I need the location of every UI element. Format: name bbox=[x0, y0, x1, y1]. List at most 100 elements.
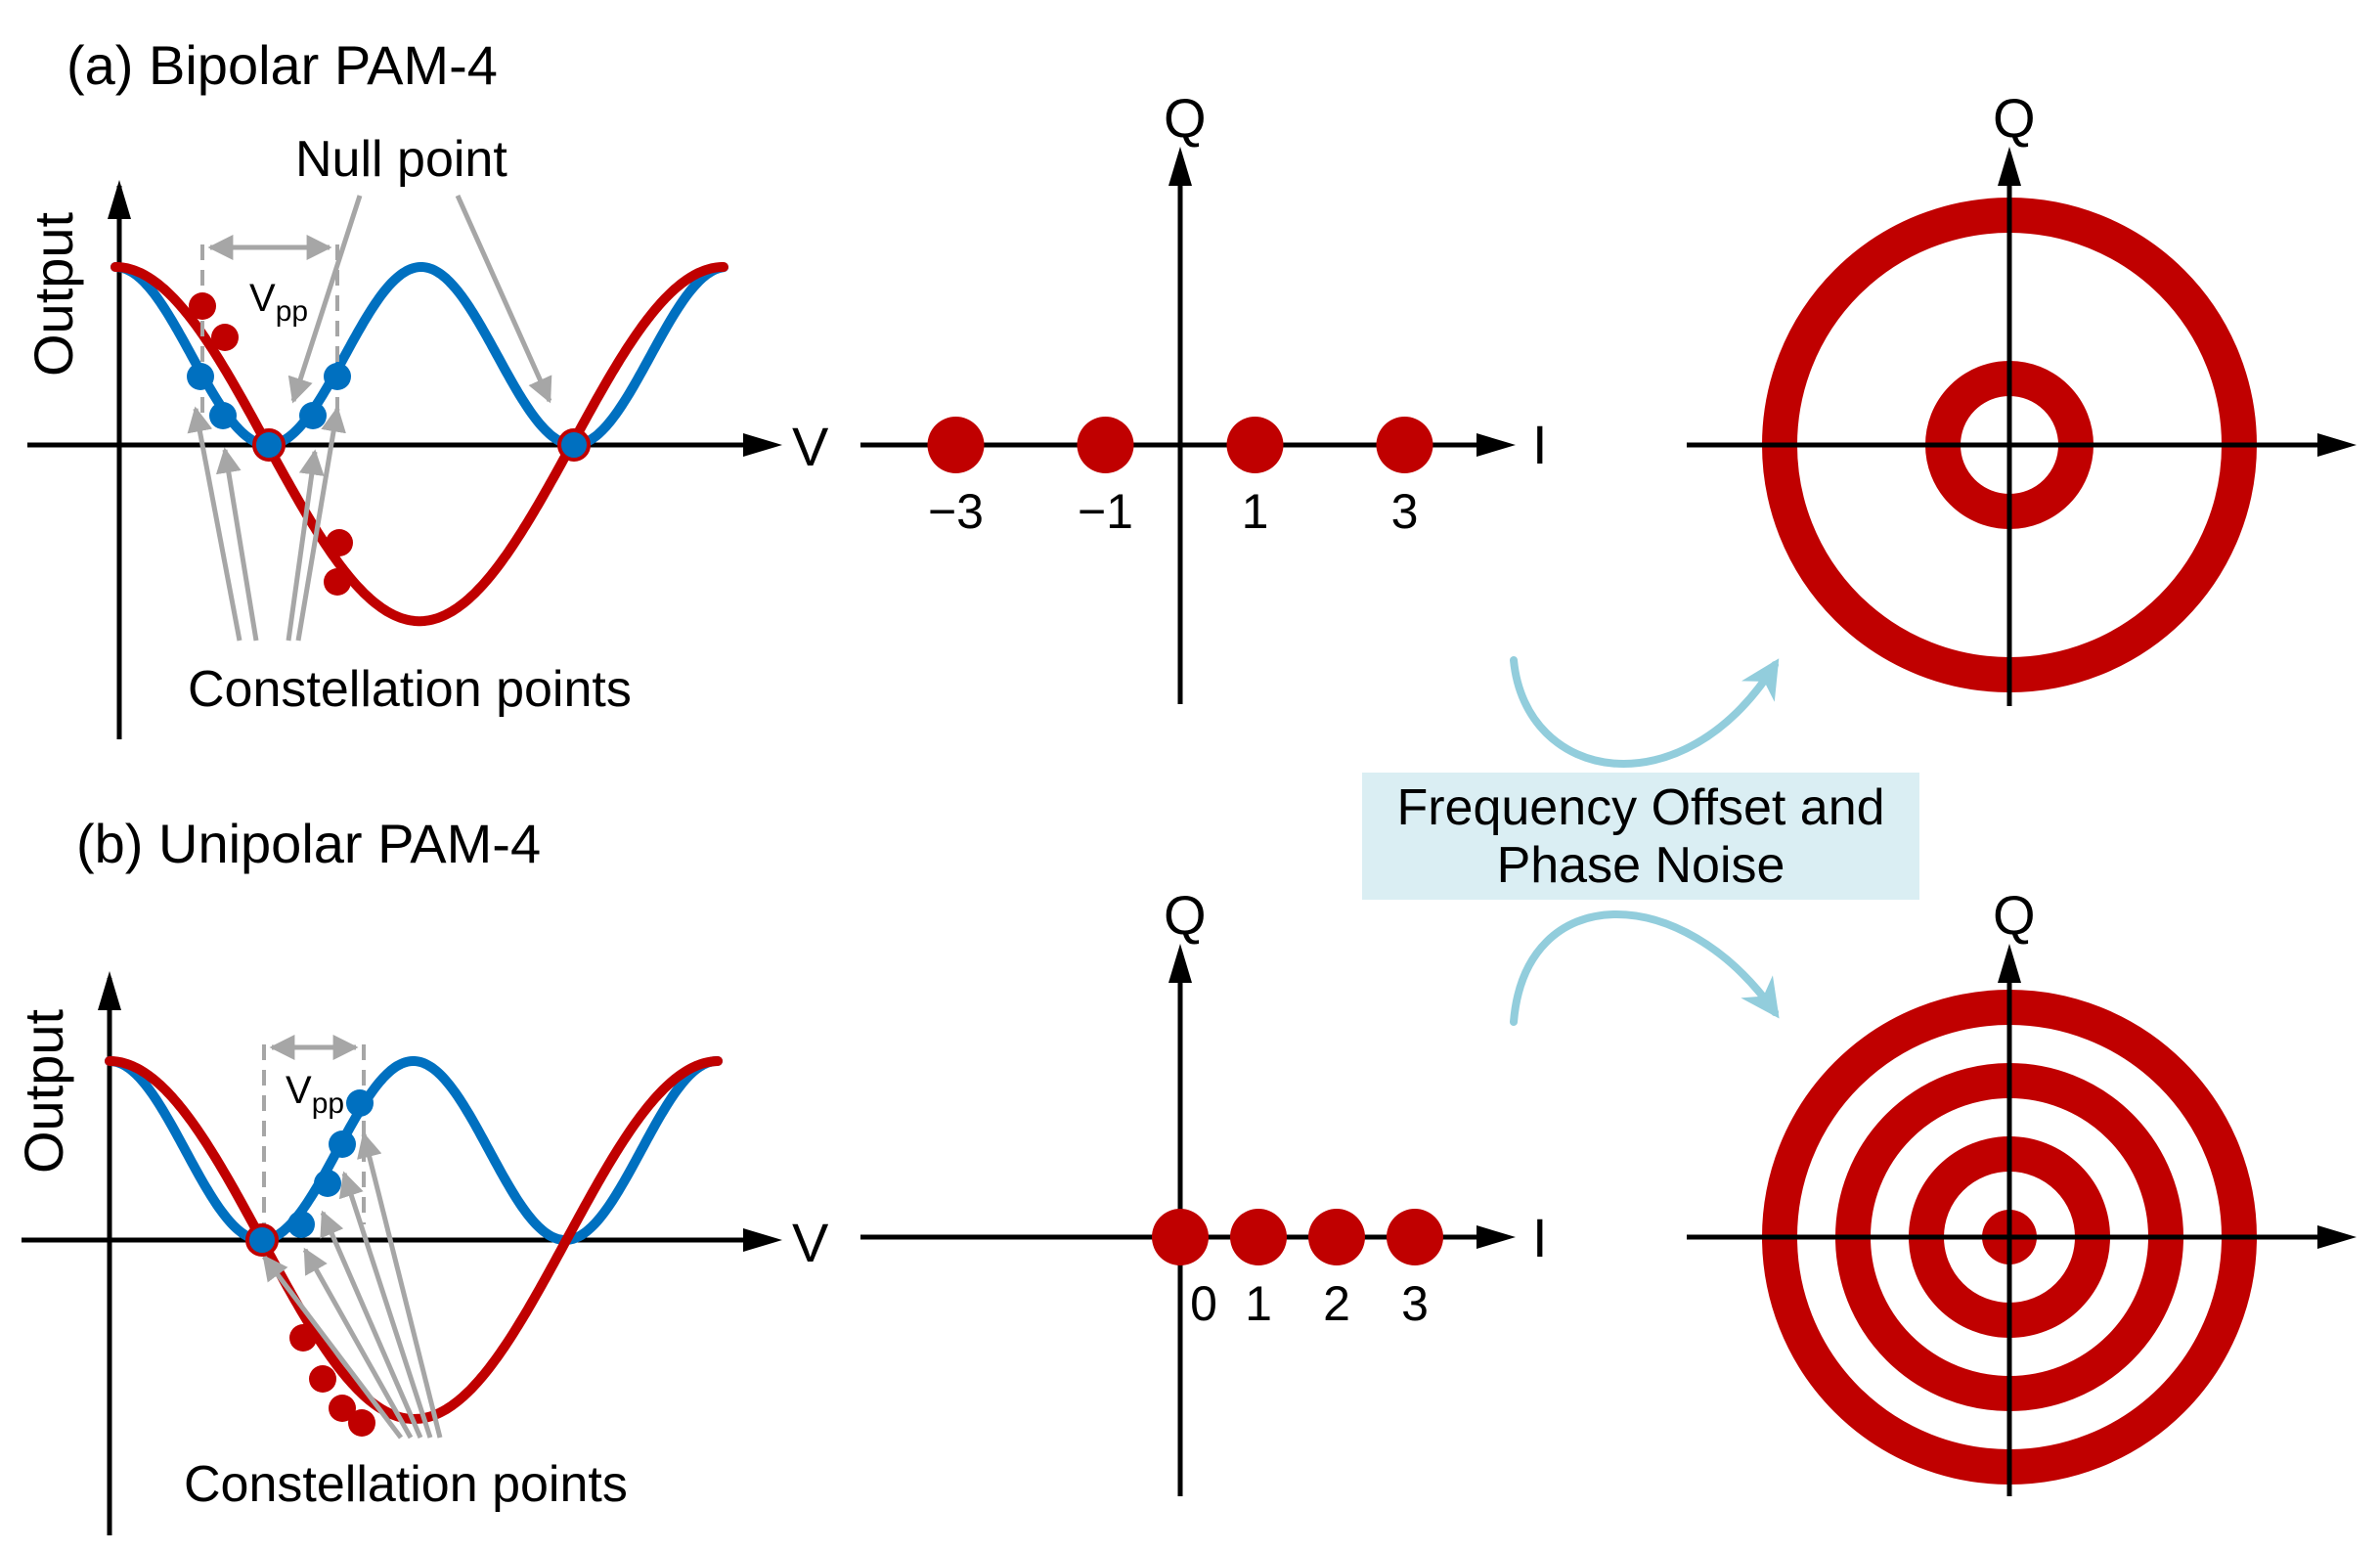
panel-a-q-arrowhead bbox=[1168, 147, 1192, 186]
panel-a-1d-tick-label: −3 bbox=[928, 484, 984, 539]
panel-a-null-arrow-2 bbox=[455, 194, 552, 404]
transition-arrow-top bbox=[1510, 656, 1780, 768]
panel-a-1d-point bbox=[927, 417, 985, 473]
panel-a-constellation-dots bbox=[187, 292, 591, 596]
panel-a-null-point bbox=[252, 428, 286, 462]
panel-a-constellation-arrow bbox=[187, 406, 242, 642]
panel-a-red-point bbox=[189, 292, 216, 320]
panel-a-1d-tick-label: −1 bbox=[1078, 484, 1133, 539]
panel-b-1d-point bbox=[1387, 1209, 1443, 1265]
panel-a-ring-i-arrowhead bbox=[2317, 433, 2357, 457]
transition-arrow-bottom bbox=[1510, 910, 1780, 1026]
panel-b-ring-q-arrowhead bbox=[1998, 944, 2021, 983]
panel-a-ring-q-label: Q bbox=[1993, 87, 2036, 149]
panel-a-constellation-arrows bbox=[187, 406, 346, 642]
panel-b-constellation-arrows bbox=[262, 1131, 443, 1440]
transition-line-1: Frequency Offset and bbox=[1396, 779, 1884, 836]
panel-b-1d-tick-label: 3 bbox=[1401, 1276, 1429, 1331]
panel-b-1d-points bbox=[1152, 1209, 1443, 1265]
panel-a-blue-point bbox=[299, 402, 327, 429]
transition-annotation: Frequency Offset and Phase Noise bbox=[1362, 656, 1919, 1026]
transition-banner bbox=[1362, 773, 1919, 900]
panel-b-zero-point bbox=[245, 1223, 279, 1257]
panel-b-vpp-label: Vpp bbox=[286, 1069, 344, 1120]
panel-b-title: (b) Unipolar PAM-4 bbox=[76, 813, 541, 874]
panel-b-1d-tick-label: 1 bbox=[1245, 1276, 1272, 1331]
panel-b-blue-point bbox=[329, 1131, 356, 1158]
panel-b-x-arrowhead bbox=[743, 1228, 782, 1252]
panel-b-i-arrowhead bbox=[1476, 1225, 1516, 1249]
panel-a-vpp-indicator: Vpp bbox=[200, 235, 339, 430]
panel-b-constellation-arrow bbox=[320, 1210, 423, 1439]
panel-b-red-point bbox=[329, 1395, 356, 1422]
panel-a-waveform-axes: V Output bbox=[22, 180, 829, 739]
panel-b-red-point bbox=[289, 1324, 317, 1352]
panel-b-waveform-axes: V Output bbox=[13, 971, 829, 1535]
panel-a-1d-tick-label: 1 bbox=[1242, 484, 1269, 539]
panel-a-1d-point bbox=[1376, 417, 1433, 473]
panel-a-y-label: Output bbox=[22, 211, 84, 377]
panel-a-constellation-arrow bbox=[286, 449, 325, 642]
panel-a-ring-q-arrowhead bbox=[1998, 147, 2021, 186]
panel-b-ring-q-label: Q bbox=[1993, 884, 2036, 946]
panel-b-blue-curve bbox=[105, 1056, 723, 1246]
panel-a-red-point bbox=[326, 529, 353, 556]
panel-b-x-label: V bbox=[792, 1212, 829, 1273]
panel-b-constellation-arrow bbox=[302, 1247, 414, 1440]
panel-b-vpp-indicator: Vpp bbox=[262, 1035, 366, 1224]
panel-b-constellation-dots bbox=[245, 1089, 375, 1437]
panel-a-ring-diagram: Q bbox=[1687, 87, 2357, 706]
panel-b-y-label: Output bbox=[13, 1008, 74, 1174]
panel-a-constellation-label: Constellation points bbox=[188, 661, 632, 718]
panel-b-constellation-arrow bbox=[262, 1254, 403, 1440]
panel-a-title: (a) Bipolar PAM-4 bbox=[66, 34, 498, 96]
panel-a-1d-constellation: Q I −3 −1 1 3 bbox=[860, 87, 1548, 704]
panel-b-constellation-arrow bbox=[357, 1131, 443, 1439]
panel-b-1d-tick-label: 2 bbox=[1323, 1276, 1350, 1331]
panel-a-constellation-arrow bbox=[215, 447, 259, 642]
transition-line-2: Phase Noise bbox=[1497, 837, 1785, 894]
panel-a-q-label: Q bbox=[1164, 87, 1207, 149]
panel-a-x-label: V bbox=[792, 416, 829, 477]
panel-b-y-arrowhead bbox=[98, 971, 121, 1010]
panel-a-i-label: I bbox=[1532, 414, 1548, 475]
panel-b-blue-point bbox=[287, 1211, 315, 1238]
panel-b-blue-point bbox=[314, 1170, 341, 1197]
panel-a-vpp-label: Vpp bbox=[249, 277, 308, 328]
panel-a-y-arrowhead bbox=[108, 180, 131, 219]
panel-b-1d-point bbox=[1308, 1209, 1365, 1265]
panel-b-i-label: I bbox=[1532, 1207, 1548, 1268]
panel-a-red-curve bbox=[110, 262, 728, 627]
panel-b-blue-point bbox=[346, 1089, 374, 1117]
panel-b-constellation-label: Constellation points bbox=[184, 1456, 628, 1513]
panel-a-blue-point bbox=[324, 363, 351, 390]
panel-a-1d-point bbox=[1226, 417, 1284, 473]
panel-a-blue-point bbox=[209, 402, 237, 429]
panel-a: (a) Bipolar PAM-4 V Output Vpp Null poin… bbox=[22, 34, 829, 739]
panel-b-red-point bbox=[348, 1409, 375, 1437]
panel-a-blue-curve bbox=[110, 262, 728, 451]
panel-a-red-point bbox=[211, 324, 239, 351]
panel-b-1d-point bbox=[1230, 1209, 1287, 1265]
panel-b-ring-diagram: Q bbox=[1687, 884, 2357, 1496]
panel-b-ring-i-arrowhead bbox=[2317, 1225, 2357, 1249]
panel-a-1d-tick-label: 3 bbox=[1391, 484, 1419, 539]
panel-a-null-point bbox=[557, 428, 591, 462]
panel-b-q-arrowhead bbox=[1168, 944, 1192, 983]
panel-a-null-arrow-1 bbox=[287, 195, 363, 404]
panel-a-blue-point bbox=[187, 363, 214, 390]
panel-a-x-arrowhead bbox=[743, 433, 782, 457]
panel-b-q-label: Q bbox=[1164, 884, 1207, 946]
panel-a-1d-tick-labels: −3 −1 1 3 bbox=[928, 484, 1418, 539]
panel-b-1d-point bbox=[1152, 1209, 1209, 1265]
panel-a-constellation-arrow bbox=[295, 406, 346, 642]
panel-b-1d-tick-label: 0 bbox=[1190, 1276, 1217, 1331]
panel-a-1d-point bbox=[1077, 417, 1134, 473]
panel-b-constellation-arrow bbox=[338, 1171, 433, 1439]
panel-a-1d-points bbox=[927, 417, 1433, 473]
panel-a-red-point bbox=[324, 568, 351, 596]
panel-a-null-point-label: Null point bbox=[295, 131, 507, 188]
